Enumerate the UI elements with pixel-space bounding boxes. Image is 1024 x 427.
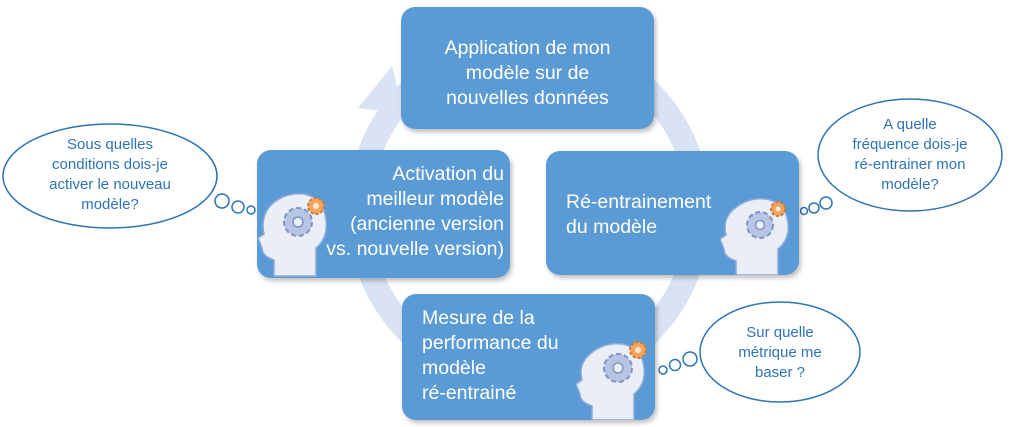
- step-apply-model: Application de mon modèle sur de nouvell…: [401, 7, 654, 129]
- head-gear-icon: [719, 197, 790, 275]
- cycle-arrow-icon: [358, 66, 404, 114]
- thought-cloud-left: [2, 123, 256, 229]
- cloud-text-metric: Sur quelle métrique me baser ?: [738, 324, 822, 381]
- cloud-text-activation: Sous quelles conditions dois-je activer …: [49, 136, 171, 213]
- step-apply-label: Application de mon modèle sur de nouvell…: [444, 37, 611, 109]
- step-activate-label: Activation du meilleur modèle (ancienne …: [326, 163, 504, 260]
- thought-cloud-bottom: [658, 301, 861, 403]
- step-measure: Mesure de la performance du modèle ré-en…: [402, 294, 655, 420]
- step-retrain-label: Ré-entrainement du modèle: [566, 191, 712, 238]
- thought-cloud-right: [799, 98, 1003, 216]
- step-measure-label: Mesure de la performance du modèle ré-en…: [422, 307, 559, 404]
- cloud-text-frequency: A quelle fréquence dois-je ré-entrainer …: [852, 116, 968, 193]
- head-gear-icon: [257, 192, 328, 277]
- head-gear-icon: [575, 341, 647, 420]
